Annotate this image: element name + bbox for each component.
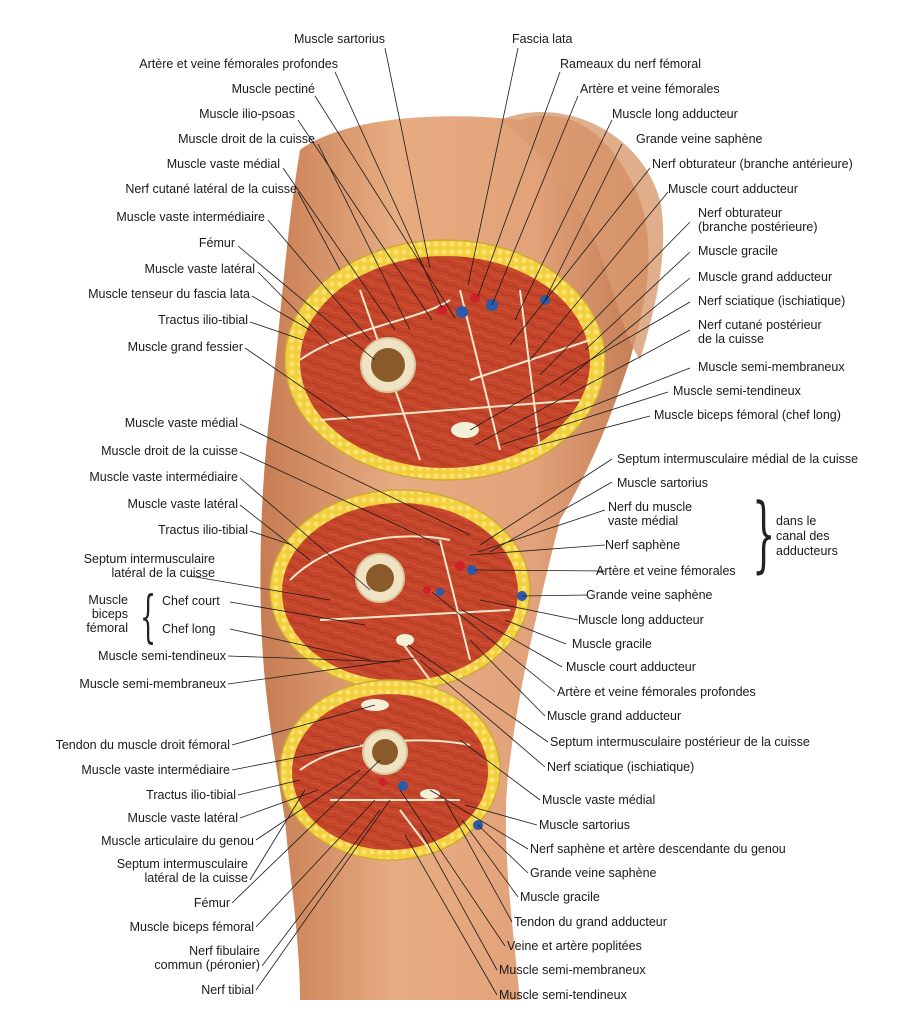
label-mid-tractus: Tractus ilio-tibial (158, 523, 248, 537)
label-bot-biceps-femoral: Muscle biceps fémoral (129, 920, 254, 934)
label-court-adducteur: Muscle court adducteur (668, 182, 798, 196)
label-biceps-femoral: Muscle biceps fémoral (86, 593, 128, 635)
label-bot-grande-veine-saphene: Grande veine saphène (530, 866, 657, 880)
label-mid-artere-veine-femorales: Artère et veine fémorales (596, 564, 736, 578)
label-mid-droit-cuisse: Muscle droit de la cuisse (101, 444, 238, 458)
label-arteres-femorales-profondes: Artère et veine fémorales profondes (139, 57, 338, 71)
label-chef-long: Chef long (162, 622, 216, 636)
label-mid-vaste-intermediaire: Muscle vaste intermédiaire (89, 470, 238, 484)
label-bot-tractus: Tractus ilio-tibial (146, 788, 236, 802)
section-upper-thigh (284, 239, 606, 481)
label-nerf-fibulaire: Nerf fibulaire commun (péronier) (154, 944, 260, 972)
label-semi-tendineux: Muscle semi-tendineux (673, 384, 801, 398)
label-chef-court: Chef court (162, 594, 220, 608)
label-bot-semi-membraneux: Muscle semi-membraneux (499, 963, 646, 977)
label-cutane-posterieur: Nerf cutané postérieur de la cuisse (698, 318, 822, 346)
label-bot-gracile: Muscle gracile (520, 890, 600, 904)
label-rameaux-nerf-femoral: Rameaux du nerf fémoral (560, 57, 702, 71)
label-tractus-ilio-tibial: Tractus ilio-tibial (158, 313, 248, 327)
label-mid-court-adducteur: Muscle court adducteur (566, 660, 696, 674)
label-nerf-vaste-medial: Nerf du muscle vaste médial (608, 500, 693, 528)
label-septum-lateral: Septum intermusculaire latéral de la cui… (83, 552, 215, 580)
label-vaste-medial: Muscle vaste médial (166, 157, 280, 171)
label-grand-adducteur: Muscle grand adducteur (698, 270, 833, 284)
label-pectine: Muscle pectiné (231, 82, 315, 96)
label-mid-semi-membraneux: Muscle semi-membraneux (79, 677, 226, 691)
label-mid-sartorius: Muscle sartorius (617, 476, 708, 490)
label-mid-arteres-profondes: Artère et veine fémorales profondes (557, 685, 756, 699)
label-vaste-lateral: Muscle vaste latéral (144, 262, 255, 276)
label-grand-fessier: Muscle grand fessier (127, 340, 243, 354)
hip-skin (500, 111, 664, 360)
label-sciatique: Nerf sciatique (ischiatique) (698, 294, 846, 308)
label-nerf-saphene: Nerf saphène (605, 538, 681, 552)
label-nerf-tibial: Nerf tibial (201, 983, 254, 997)
label-bot-sartorius: Muscle sartorius (539, 818, 630, 832)
label-bot-vaste-lateral: Muscle vaste latéral (127, 811, 238, 825)
label-bot-semi-tendineux: Muscle semi-tendineux (499, 988, 627, 1002)
label-bot-vaste-medial: Muscle vaste médial (542, 793, 656, 807)
label-vaste-intermediaire: Muscle vaste intermédiaire (116, 210, 265, 224)
label-femur: Fémur (198, 236, 235, 250)
label-septum-posterieur: Septum intermusculaire postérieur de la … (550, 735, 810, 749)
label-bot-septum-lateral: Septum intermusculaire latéral de la cui… (116, 857, 248, 885)
label-grande-veine-saphene: Grande veine saphène (636, 132, 763, 146)
label-mid-vaste-lateral: Muscle vaste latéral (127, 497, 238, 511)
label-mid-vaste-medial: Muscle vaste médial (124, 416, 238, 430)
label-nerf-saphene-descendante: Nerf saphène et artère descendante du ge… (530, 842, 786, 856)
label-mid-grande-veine-saphene: Grande veine saphène (586, 588, 713, 602)
label-mid-sciatique: Nerf sciatique (ischiatique) (547, 760, 695, 774)
label-fascia-lata: Fascia lata (512, 32, 573, 46)
label-semi-membraneux: Muscle semi-membraneux (698, 360, 845, 374)
label-bot-vaste-intermediaire: Muscle vaste intermédiaire (81, 763, 230, 777)
label-mid-semi-tendineux: Muscle semi-tendineux (98, 649, 226, 663)
leader-lines (189, 47, 691, 996)
label-tendon-grand-adducteur: Tendon du grand adducteur (514, 915, 667, 929)
label-canal-adducteurs: dans le canal des adducteurs (776, 514, 838, 558)
label-gracile: Muscle gracile (698, 244, 778, 258)
canal-brace: } (752, 487, 776, 582)
biceps-brace: { (140, 585, 157, 650)
label-ilio-psoas: Muscle ilio-psoas (199, 107, 295, 121)
label-mid-gracile: Muscle gracile (572, 637, 652, 651)
label-artere-veine-femorales: Artère et veine fémorales (580, 82, 720, 96)
label-obturateur-posterieur: Nerf obturateur (branche postérieure) (698, 206, 818, 234)
label-droit-cuisse: Muscle droit de la cuisse (178, 132, 315, 146)
label-articulaire-genou: Muscle articulaire du genou (101, 834, 254, 848)
label-bot-femur: Fémur (193, 896, 230, 910)
section-lower-thigh (279, 679, 501, 861)
label-mid-long-adducteur: Muscle long adducteur (578, 613, 704, 627)
label-obturateur-anterieur: Nerf obturateur (branche antérieure) (652, 157, 853, 171)
label-long-adducteur: Muscle long adducteur (612, 107, 738, 121)
label-biceps-chef-long: Muscle biceps fémoral (chef long) (654, 408, 841, 422)
label-sartorius: Muscle sartorius (294, 32, 385, 46)
section-mid-thigh (269, 489, 531, 691)
label-tenseur-fascia-lata: Muscle tenseur du fascia lata (88, 287, 250, 301)
label-cutane-lateral: Nerf cutané latéral de la cuisse (125, 182, 297, 196)
label-veine-artere-poplitees: Veine et artère poplitées (507, 939, 642, 953)
label-septum-medial: Septum intermusculaire médial de la cuis… (617, 452, 859, 466)
label-tendon-droit-femoral: Tendon du muscle droit fémoral (55, 738, 230, 752)
label-mid-grand-adducteur: Muscle grand adducteur (547, 709, 682, 723)
